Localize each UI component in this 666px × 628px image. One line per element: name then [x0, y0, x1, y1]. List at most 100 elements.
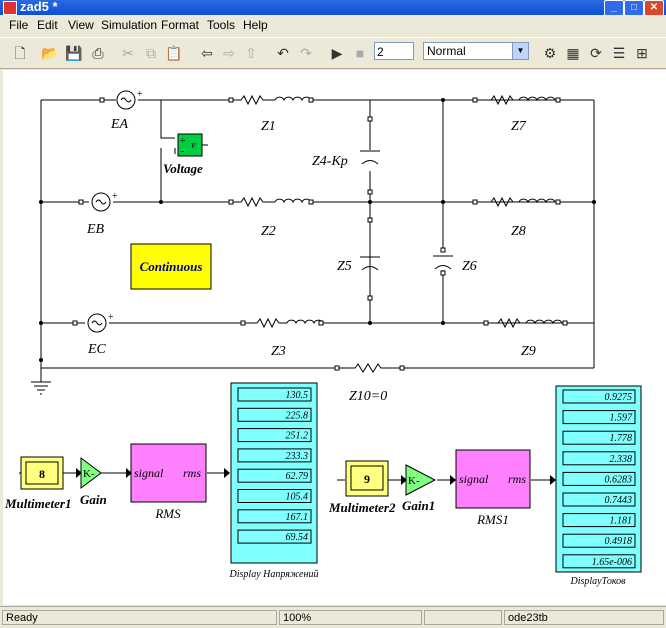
- z5-capacitor[interactable]: [360, 220, 380, 295]
- undo-icon[interactable]: ↶: [277, 45, 289, 61]
- z6-capacitor[interactable]: [433, 255, 453, 270]
- voltage-v: v: [191, 140, 196, 151]
- z9-impedance[interactable]: [490, 317, 563, 329]
- rms1-rms: rms: [508, 472, 526, 486]
- menu-bar: File Edit View Simulation Format Tools H…: [0, 15, 666, 36]
- status-empty: [424, 610, 502, 625]
- display-current-value: 1.597: [610, 413, 634, 424]
- status-bar: Ready 100% ode23tb: [0, 606, 666, 628]
- stop-time-input[interactable]: 2: [374, 42, 414, 60]
- new-icon[interactable]: 🗋: [14, 45, 26, 61]
- display-current-value: 1.778: [610, 433, 633, 444]
- minimize-button[interactable]: _: [604, 0, 624, 16]
- port-markers: [72, 97, 568, 371]
- open-icon[interactable]: 📂: [41, 45, 59, 61]
- menu-edit[interactable]: Edit: [37, 18, 58, 32]
- display-current-cell: [562, 389, 636, 404]
- display-voltages-label: Display Напряжений: [229, 569, 319, 580]
- z1-impedance[interactable]: [235, 94, 312, 106]
- z3-impedance[interactable]: [251, 317, 324, 329]
- paste-icon[interactable]: 📋: [165, 45, 183, 61]
- chevron-down-icon[interactable]: ▼: [512, 43, 528, 59]
- gain1-block[interactable]: K-: [405, 464, 437, 496]
- z2-impedance[interactable]: [235, 196, 312, 208]
- forward-icon[interactable]: ⇨: [223, 45, 235, 61]
- z8-impedance[interactable]: [479, 196, 556, 208]
- label-z2: Z2: [261, 224, 276, 239]
- impedances: [235, 94, 563, 373]
- menu-tools[interactable]: Tools: [207, 18, 236, 32]
- status-solver: ode23tb: [504, 610, 664, 625]
- menu-simulation[interactable]: Simulation: [101, 18, 158, 32]
- gain-block[interactable]: K-: [80, 457, 102, 489]
- voltage-plus: +: [180, 136, 186, 147]
- rms1-signal: signal: [459, 472, 489, 486]
- model-explorer-icon[interactable]: ⊞: [636, 45, 648, 61]
- display-voltage-cell: [237, 448, 312, 463]
- label-z9: Z9: [521, 344, 536, 359]
- display-currents-block[interactable]: 0.92751.5971.7782.3380.62830.74431.1810.…: [555, 385, 642, 573]
- voltage-measurement-block[interactable]: + - v: [177, 133, 208, 157]
- simulation-mode-select[interactable]: Normal ▼: [423, 42, 529, 60]
- label-ec: EC: [87, 342, 107, 357]
- library-browser-icon[interactable]: ☰: [612, 45, 626, 61]
- multimeter2-label: Multimeter2: [328, 500, 396, 515]
- multimeter2-block[interactable]: 9: [345, 460, 389, 497]
- back-icon[interactable]: ⇦: [201, 45, 213, 61]
- multimeter1-block[interactable]: 8: [20, 456, 64, 490]
- display-voltage-cell: [237, 387, 312, 402]
- gain-k: K-: [83, 468, 95, 480]
- window-title: zad5 *: [20, 0, 58, 14]
- rms1-label: RMS1: [476, 512, 509, 527]
- rms-block[interactable]: signal rms: [130, 443, 207, 503]
- label-z3: Z3: [271, 344, 286, 359]
- start-simulation-icon[interactable]: ▶: [331, 45, 343, 61]
- update-diagram-icon[interactable]: ▦: [566, 45, 580, 61]
- print-icon[interactable]: ⎙: [92, 45, 104, 61]
- menu-format[interactable]: Format: [161, 18, 200, 32]
- up-icon[interactable]: ⇧: [245, 45, 257, 61]
- continuous-powergui-block[interactable]: Continuous: [130, 243, 212, 290]
- save-icon[interactable]: 💾: [65, 45, 83, 61]
- simulation-mode-value: Normal: [427, 44, 466, 58]
- stop-simulation-icon[interactable]: ■: [355, 45, 365, 61]
- model-canvas[interactable]: + + +: [3, 70, 666, 605]
- continuous-label: Continuous: [140, 259, 203, 274]
- multimeter1-label: Multimeter1: [4, 496, 71, 511]
- status-ready: Ready: [2, 610, 277, 625]
- build-icon[interactable]: ⚙: [543, 45, 557, 61]
- z7-impedance[interactable]: [479, 94, 556, 106]
- display-current-cell: [562, 471, 636, 486]
- menu-view[interactable]: View: [68, 18, 94, 32]
- menu-file[interactable]: File: [9, 18, 29, 32]
- display-current-value: 1.181: [610, 516, 633, 527]
- redo-icon[interactable]: ↷: [300, 45, 312, 61]
- refresh-icon[interactable]: ⟳: [590, 45, 602, 61]
- junction-dots: [39, 98, 596, 362]
- display-voltage-value: 167.1: [286, 512, 309, 523]
- circuit-labels: EA EB EC Z1 Z2 Z3 Z4-Kp Z5 Z6 Z7 Z8 Z9 Z…: [86, 117, 536, 404]
- label-z6: Z6: [462, 259, 477, 274]
- label-z1: Z1: [261, 119, 276, 134]
- label-ea: EA: [110, 117, 129, 132]
- cut-icon[interactable]: ✂: [122, 45, 134, 61]
- wire-arrows: [76, 468, 556, 485]
- maximize-button[interactable]: □: [624, 0, 644, 16]
- svg-text:+: +: [112, 191, 118, 202]
- menu-help[interactable]: Help: [243, 18, 268, 32]
- rms1-block[interactable]: signal rms: [455, 449, 531, 509]
- svg-text:+: +: [137, 89, 143, 100]
- multimeter1-value: 8: [39, 467, 45, 481]
- title-bar[interactable]: zad5 * _ □ ✕: [0, 0, 666, 16]
- copy-icon[interactable]: ⧉: [146, 45, 156, 61]
- z10-impedance[interactable]: [343, 363, 398, 373]
- label-z4: Z4-Kp: [312, 154, 348, 169]
- display-voltage-cell: [237, 529, 312, 544]
- display-currents-label: DisplayТоков: [570, 576, 627, 587]
- close-button[interactable]: ✕: [644, 0, 664, 16]
- z4-capacitor[interactable]: [360, 150, 380, 165]
- display-voltage-cell: [237, 428, 312, 443]
